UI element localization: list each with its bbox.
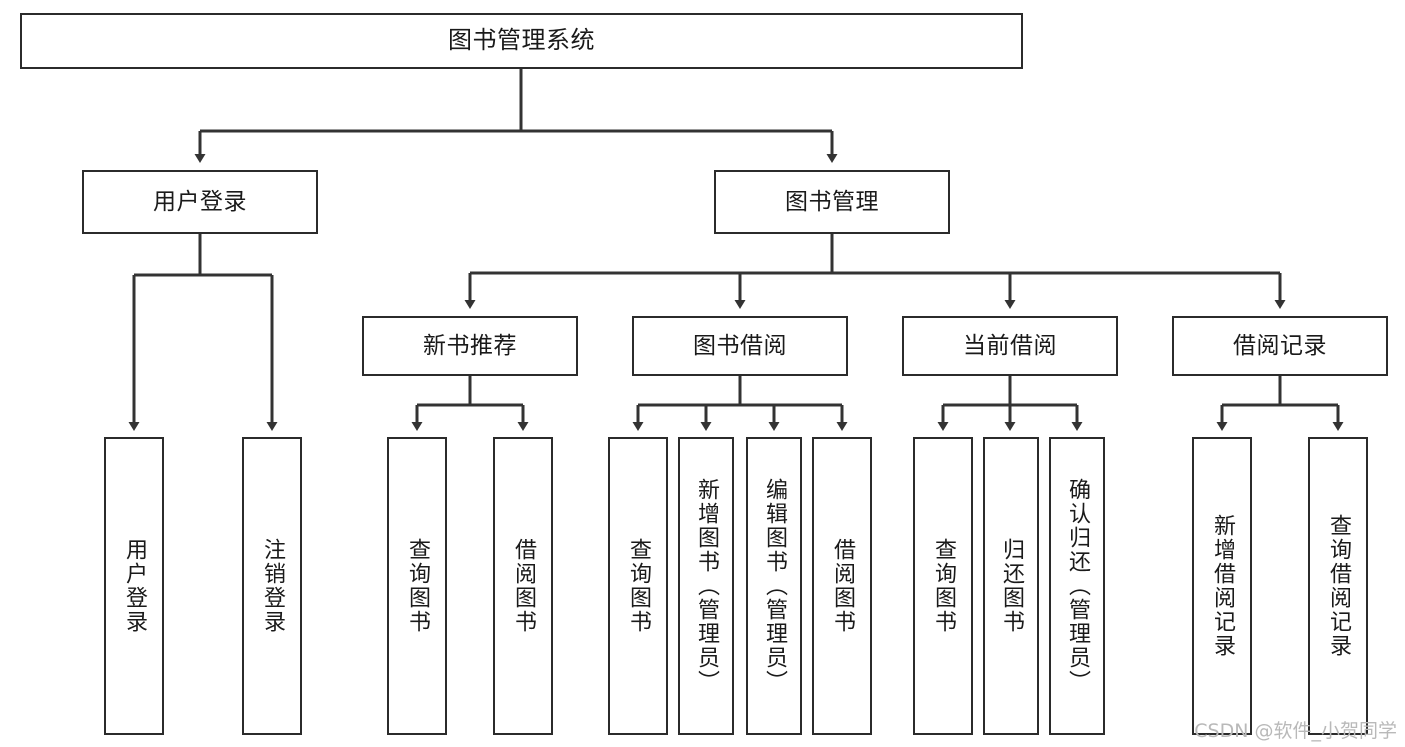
node-label: 用户登录 xyxy=(121,538,147,634)
node-label: 确认归还（管理员） xyxy=(1064,478,1090,694)
node-label: 图书管理系统 xyxy=(448,26,595,55)
node-leaf-query-book-a[interactable]: 查询图书 xyxy=(387,437,447,735)
node-label: 查询图书 xyxy=(930,538,956,634)
node-label: 借阅图书 xyxy=(829,538,855,634)
node-leaf-return-book[interactable]: 归还图书 xyxy=(983,437,1039,735)
node-label: 借阅图书 xyxy=(510,538,536,634)
node-leaf-query-record[interactable]: 查询借阅记录 xyxy=(1308,437,1368,735)
node-leaf-confirm-return[interactable]: 确认归还（管理员） xyxy=(1049,437,1105,735)
node-label: 当前借阅 xyxy=(963,332,1057,359)
node-book-manage[interactable]: 图书管理 xyxy=(714,170,950,234)
node-label: 用户登录 xyxy=(153,188,247,215)
node-leaf-query-book-b[interactable]: 查询图书 xyxy=(608,437,668,735)
node-leaf-add-record[interactable]: 新增借阅记录 xyxy=(1192,437,1252,735)
node-user-login[interactable]: 用户登录 xyxy=(82,170,318,234)
node-borrow-record[interactable]: 借阅记录 xyxy=(1172,316,1388,376)
node-leaf-add-book[interactable]: 新增图书（管理员） xyxy=(678,437,734,735)
node-leaf-user-login[interactable]: 用户登录 xyxy=(104,437,164,735)
node-root-system[interactable]: 图书管理系统 xyxy=(20,13,1023,69)
node-leaf-query-book-c[interactable]: 查询图书 xyxy=(913,437,973,735)
node-label: 查询借阅记录 xyxy=(1325,514,1351,658)
node-label: 新增图书（管理员） xyxy=(693,478,719,694)
node-label: 注销登录 xyxy=(259,538,285,634)
node-label: 编辑图书（管理员） xyxy=(761,478,787,694)
node-label: 归还图书 xyxy=(998,538,1024,634)
node-label: 借阅记录 xyxy=(1233,332,1327,359)
node-label: 查询图书 xyxy=(404,538,430,634)
node-label: 图书管理 xyxy=(785,188,879,215)
node-leaf-borrow-book-a[interactable]: 借阅图书 xyxy=(493,437,553,735)
node-leaf-edit-book[interactable]: 编辑图书（管理员） xyxy=(746,437,802,735)
node-current-borrow[interactable]: 当前借阅 xyxy=(902,316,1118,376)
node-label: 查询图书 xyxy=(625,538,651,634)
watermark-text: CSDN @软件_小贺同学 xyxy=(1194,720,1397,742)
node-label: 图书借阅 xyxy=(693,332,787,359)
node-leaf-logout[interactable]: 注销登录 xyxy=(242,437,302,735)
node-new-book-recommend[interactable]: 新书推荐 xyxy=(362,316,578,376)
node-label: 新增借阅记录 xyxy=(1209,514,1235,658)
node-label: 新书推荐 xyxy=(423,332,517,359)
node-leaf-borrow-book-b[interactable]: 借阅图书 xyxy=(812,437,872,735)
node-book-borrow[interactable]: 图书借阅 xyxy=(632,316,848,376)
